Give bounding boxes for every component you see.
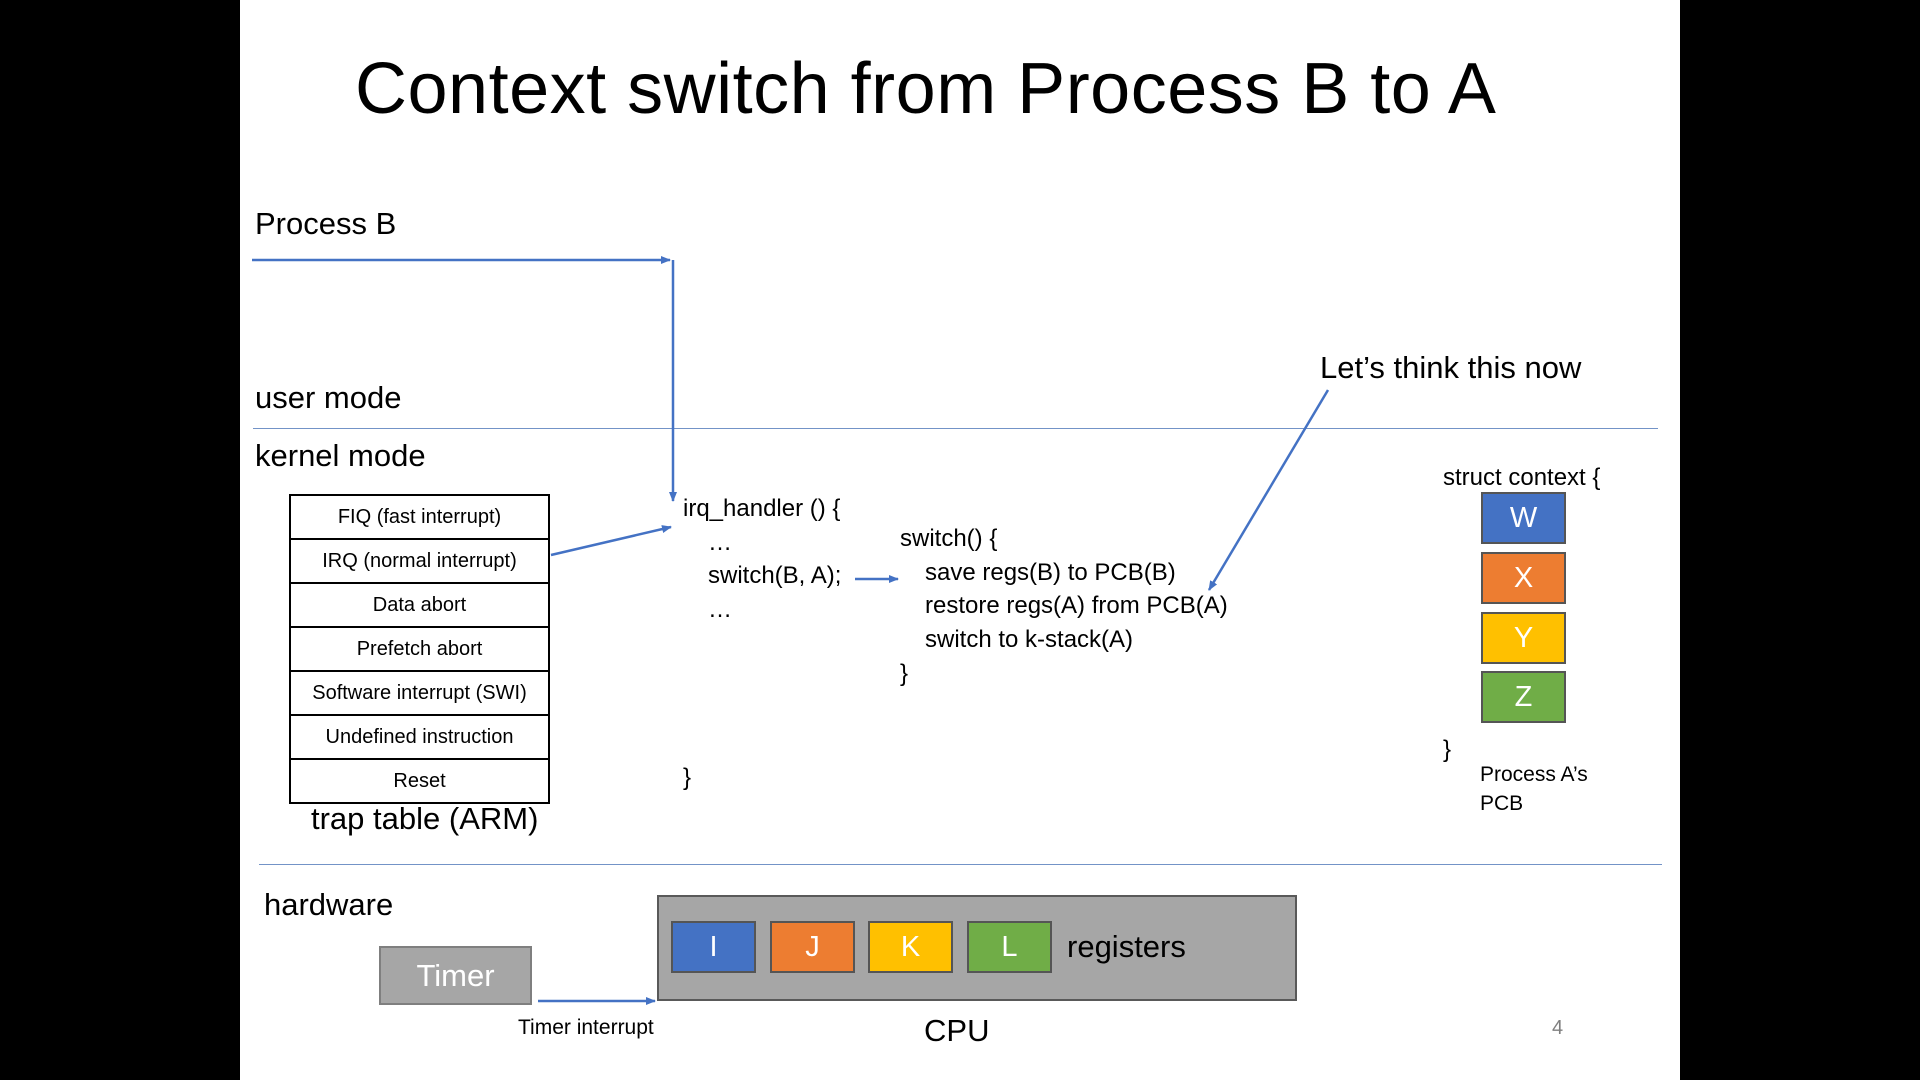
pcb-register-w: W: [1481, 492, 1566, 544]
trap-row-prefetch-abort: Prefetch abort: [291, 628, 548, 672]
switch-fn-close: }: [900, 660, 909, 687]
cpu-label: CPU: [924, 1013, 990, 1048]
cpu-register-i: I: [671, 921, 756, 973]
irq-handler-switch-call: switch(B, A);: [708, 562, 842, 589]
slide: Context switch from Process B to A Proce…: [240, 0, 1680, 1080]
trap-table: FIQ (fast interrupt) IRQ (normal interru…: [289, 494, 550, 804]
trap-table-caption: trap table (ARM): [311, 801, 539, 836]
user-mode-label: user mode: [255, 380, 402, 415]
pcb-caption-line2: PCB: [1480, 792, 1524, 815]
process-b-label: Process B: [255, 206, 397, 241]
cpu-register-l: L: [967, 921, 1052, 973]
trap-row-fiq: FIQ (fast interrupt): [291, 496, 548, 540]
arrows-layer: [252, 256, 1330, 1005]
kernel-hardware-divider: [259, 864, 1662, 865]
user-kernel-divider: [253, 428, 1658, 429]
annotation-label: Let’s think this now: [1320, 350, 1582, 385]
switch-fn-open: switch() {: [900, 525, 998, 552]
pcb-struct-open: struct context {: [1443, 464, 1601, 491]
trap-row-swi: Software interrupt (SWI): [291, 672, 548, 716]
slide-title: Context switch from Process B to A: [355, 49, 1497, 129]
pcb-register-y: Y: [1481, 612, 1566, 664]
irq-handler-close: }: [683, 764, 692, 791]
trap-row-irq: IRQ (normal interrupt): [291, 540, 548, 584]
trap-row-data-abort: Data abort: [291, 584, 548, 628]
pcb-register-z: Z: [1481, 671, 1566, 723]
switch-fn-switch-stack: switch to k-stack(A): [925, 626, 1134, 653]
switch-fn-save-regs: save regs(B) to PCB(B): [925, 559, 1176, 586]
cpu-register-j: J: [770, 921, 855, 973]
switch-fn-restore-regs: restore regs(A) from PCB(A): [925, 592, 1228, 619]
pcb-struct-close: }: [1443, 736, 1452, 763]
annotation-arrow: [1207, 389, 1330, 591]
cpu-register-k: K: [868, 921, 953, 973]
hardware-label: hardware: [264, 887, 394, 922]
pcb-register-x: X: [1481, 552, 1566, 604]
irq-handler-ellipsis-2: …: [708, 596, 732, 623]
page-number: 4: [1552, 1017, 1564, 1039]
irq-handler-open: irq_handler () {: [683, 495, 841, 522]
timer-interrupt-label: Timer interrupt: [518, 1016, 654, 1039]
registers-label: registers: [1067, 929, 1186, 964]
timer-box: Timer: [379, 946, 532, 1005]
kernel-mode-label: kernel mode: [255, 438, 426, 473]
pcb-caption-line1: Process A’s: [1480, 763, 1588, 786]
trap-row-reset: Reset: [291, 760, 548, 804]
trap-row-undefined: Undefined instruction: [291, 716, 548, 760]
irq-to-handler-arrow: [550, 525, 672, 557]
irq-handler-ellipsis-1: …: [708, 529, 732, 556]
